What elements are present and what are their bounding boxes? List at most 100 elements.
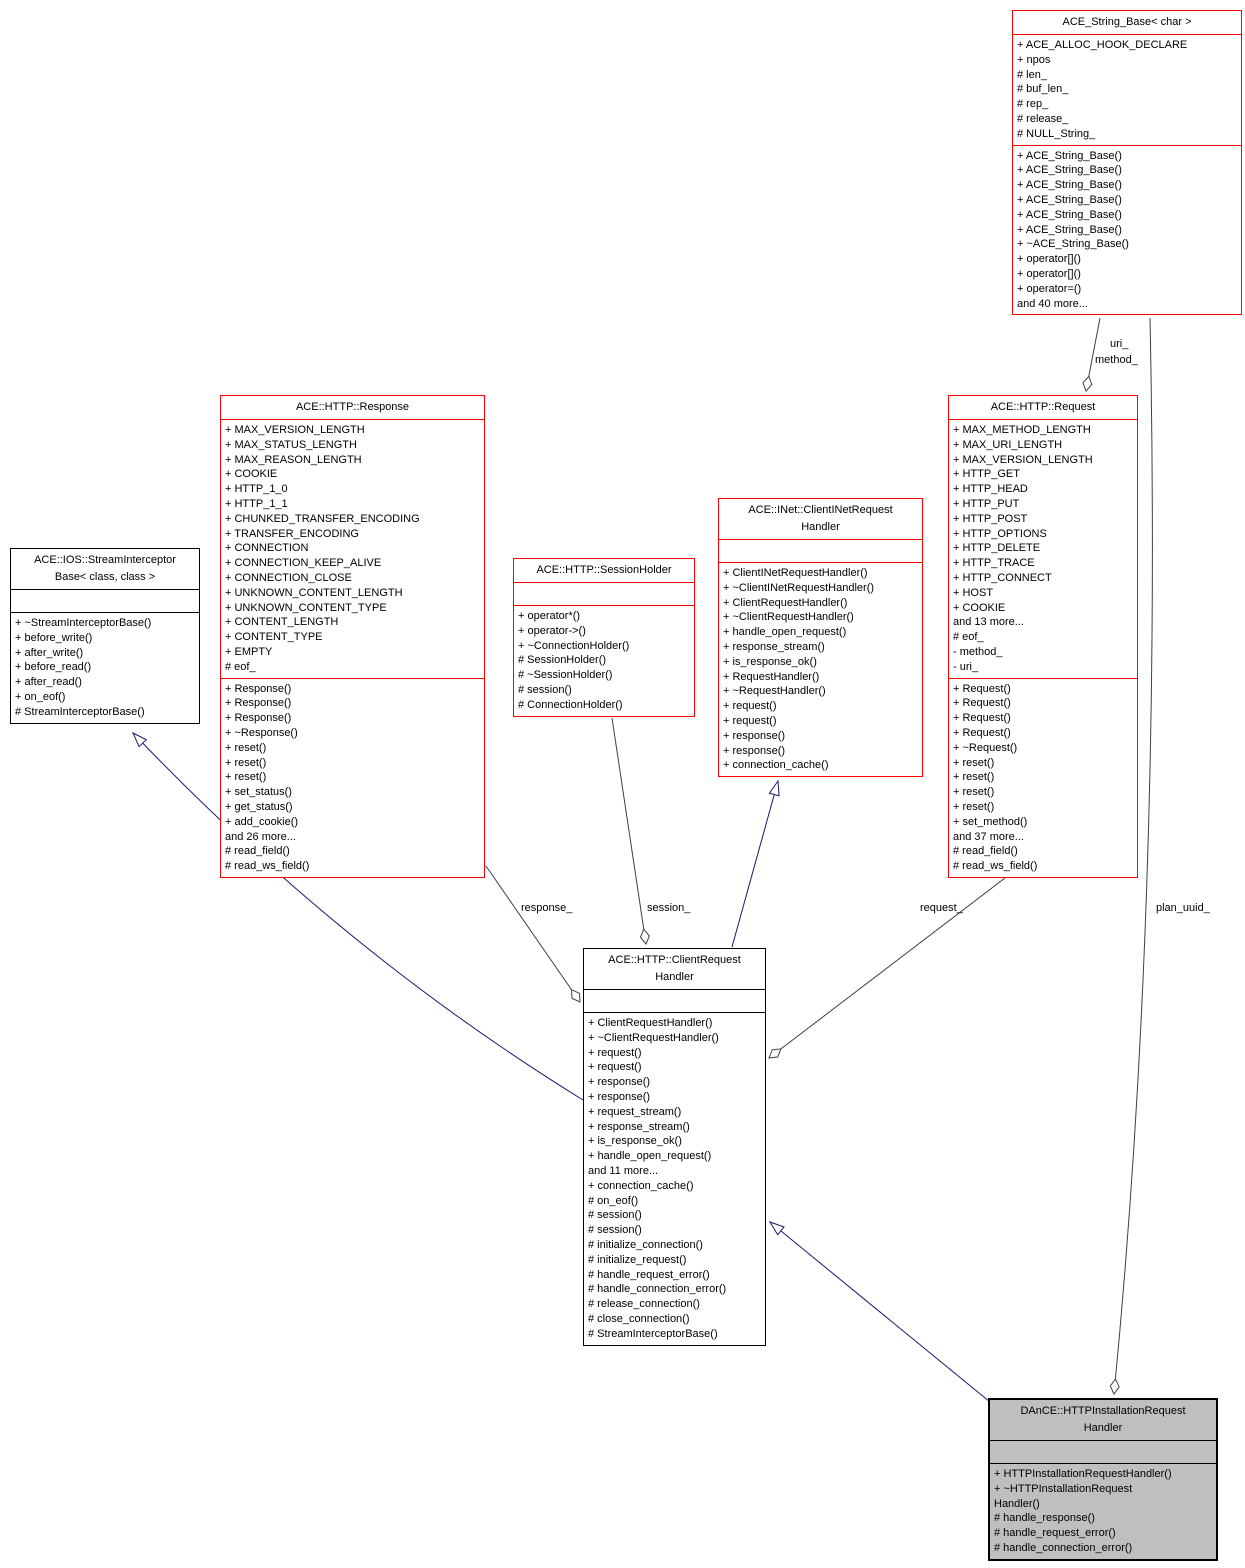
- class-title: ACE::HTTP::SessionHolder: [514, 559, 694, 583]
- member-line: + handle_open_request(): [588, 1150, 712, 1163]
- member-line: Handler: [1083, 1422, 1123, 1434]
- member-line: + HTTP_1_0: [225, 483, 288, 496]
- member-line: + set_status(): [225, 786, 292, 799]
- member-line: + reset(): [953, 756, 995, 769]
- member-line: + ~ClientINetRequestHandler(): [723, 581, 875, 594]
- member-line: ACE::HTTP::ClientRequest: [608, 954, 741, 966]
- edge-inheritance-crh-to-clientinetrequesthandler: [731, 779, 780, 948]
- member-line: + is_response_ok(): [588, 1135, 682, 1148]
- member-line: ACE::INet::ClientINetRequest: [748, 504, 893, 516]
- edge-label-response: response_: [521, 902, 573, 914]
- edge-aggregation-uri-method: [1082, 317, 1101, 392]
- member-line: # ~SessionHolder(): [518, 669, 613, 682]
- member-line: + Request(): [953, 697, 1011, 710]
- member-line: + ClientRequestHandler(): [588, 1017, 713, 1029]
- member-line: ACE::HTTP::Response: [295, 401, 410, 413]
- member-line: # rep_: [1017, 98, 1049, 111]
- member-line: + operator[](): [1017, 253, 1081, 266]
- class-attributes: + ACE_ALLOC_HOOK_DECLARE+ npos# len_# bu…: [1013, 35, 1241, 146]
- member-line: + operator=(): [1017, 282, 1082, 295]
- member-line: + Request(): [953, 682, 1011, 695]
- class-methods: + operator*()+ operator->()+ ~Connection…: [514, 606, 694, 716]
- member-line: Handler(): [994, 1497, 1040, 1510]
- member-line: + RequestHandler(): [723, 670, 820, 683]
- member-line: + TRANSFER_ENCODING: [225, 527, 359, 540]
- member-line: + reset(): [953, 800, 995, 813]
- member-line: + is_response_ok(): [723, 655, 817, 668]
- member-line: + HTTP_POST: [953, 512, 1028, 525]
- member-line: Handler: [801, 521, 840, 533]
- member-line: # release_: [1017, 112, 1069, 125]
- member-line: # eof_: [953, 631, 984, 644]
- member-line: + CONNECTION: [225, 542, 309, 555]
- member-line: + ~ConnectionHolder(): [518, 639, 630, 652]
- member-line: + operator->(): [518, 624, 586, 637]
- member-line: + ACE_String_Base(): [1017, 193, 1122, 206]
- member-line: and 13 more...: [953, 616, 1024, 629]
- member-line: ACE::HTTP::Request: [990, 401, 1096, 413]
- class-box-ace-http-sessionholder[interactable]: ACE::HTTP::SessionHolder + operator*()+ …: [513, 558, 695, 717]
- member-line: + MAX_VERSION_LENGTH: [953, 453, 1093, 466]
- edge-aggregation-plan-uuid: [1109, 317, 1153, 1395]
- edge-aggregation-session: [611, 717, 650, 945]
- member-line: + ClientINetRequestHandler(): [723, 567, 868, 579]
- member-line: + connection_cache(): [588, 1179, 694, 1192]
- edge-label-plan-uuid: plan_uuid_: [1156, 902, 1210, 914]
- member-line: ACE::IOS::StreamInterceptor: [34, 554, 176, 566]
- member-line: + response(): [723, 729, 786, 742]
- member-line: + reset(): [953, 786, 995, 799]
- member-line: + request(): [588, 1061, 642, 1074]
- member-line: # NULL_String_: [1017, 127, 1096, 140]
- class-methods: + ACE_String_Base() + ACE_String_Base() + …: [1013, 146, 1241, 315]
- member-line: + ~Response(): [225, 726, 298, 739]
- member-line: + reset(): [225, 741, 267, 754]
- member-line: # session(): [588, 1209, 642, 1222]
- member-line: + CONTENT_TYPE: [225, 631, 323, 644]
- member-line: + before_read(): [15, 661, 92, 674]
- class-box-ace-string-base[interactable]: ACE_String_Base< char > + ACE_ALLOC_HOOK…: [1012, 10, 1242, 316]
- member-line: + request(): [588, 1046, 642, 1059]
- member-line: + response_stream(): [588, 1120, 690, 1133]
- member-line: + ACE_String_Base(): [1017, 149, 1122, 162]
- class-title: ACE_String_Base< char >: [1013, 11, 1241, 35]
- edge-label-session: session_: [647, 902, 691, 914]
- member-line: + HTTP_TRACE: [953, 557, 1035, 570]
- member-line: + MAX_VERSION_LENGTH: [225, 424, 365, 436]
- class-attributes: [514, 583, 694, 606]
- member-line: # handle_connection_error(): [994, 1541, 1133, 1554]
- member-line: + UNKNOWN_CONTENT_LENGTH: [225, 586, 403, 599]
- edge-aggregation-response: [485, 865, 581, 1003]
- member-line: # read_ws_field(): [953, 860, 1038, 873]
- member-line: + response(): [723, 744, 786, 757]
- edge-label-request: request_: [920, 902, 963, 914]
- member-line: # StreamInterceptorBase(): [588, 1327, 718, 1340]
- member-line: + reset(): [225, 771, 267, 784]
- member-line: + reset(): [225, 756, 267, 769]
- member-line: # read_field(): [953, 845, 1018, 858]
- class-box-ace-http-request[interactable]: ACE::HTTP::Request + MAX_METHOD_LENGTH+ …: [948, 395, 1138, 878]
- member-line: + ClientRequestHandler(): [723, 596, 848, 609]
- member-line: + add_cookie(): [225, 815, 299, 828]
- member-line: and 40 more...: [1017, 297, 1088, 310]
- member-line: + CONNECTION_KEEP_ALIVE: [225, 557, 382, 570]
- member-line: + HTTP_OPTIONS: [953, 527, 1047, 540]
- member-line: + HTTP_1_1: [225, 497, 288, 510]
- member-line: + COOKIE: [225, 468, 278, 481]
- class-box-ace-http-response[interactable]: ACE::HTTP::Response + MAX_VERSION_LENGTH…: [220, 395, 485, 878]
- class-methods: + ~StreamInterceptorBase()+ before_write…: [11, 613, 199, 723]
- member-line: + get_status(): [225, 800, 293, 813]
- member-line: DAnCE::HTTPInstallationRequest: [1020, 1405, 1186, 1417]
- member-line: ACE::HTTP::SessionHolder: [536, 564, 672, 576]
- member-line: + request(): [723, 700, 777, 713]
- member-line: + ~StreamInterceptorBase(): [15, 617, 152, 629]
- member-line: + HTTP_HEAD: [953, 483, 1028, 496]
- class-methods: + Response()+ Response()+ Response()+ ~R…: [221, 679, 484, 877]
- member-line: + CONNECTION_CLOSE: [225, 571, 352, 584]
- member-line: + EMPTY: [225, 645, 273, 658]
- class-title: ACE::HTTP::Response: [221, 396, 484, 420]
